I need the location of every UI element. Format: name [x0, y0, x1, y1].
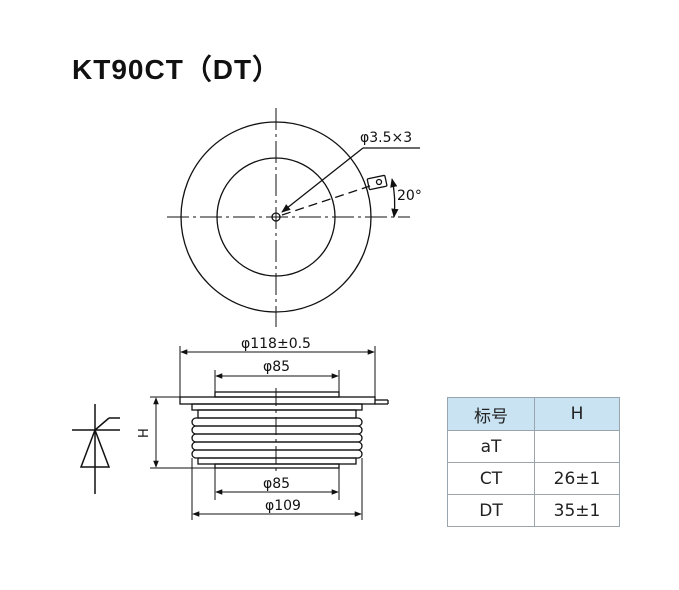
angle-label: 20°: [397, 188, 422, 204]
side-view-flange: [179, 396, 376, 405]
table-cell-model: aT: [447, 430, 535, 463]
table-header-model: 标号: [447, 397, 535, 431]
bottom-diameter-label: φ85: [263, 476, 290, 492]
housing-rib-1: [191, 417, 363, 427]
angle-arc: [390, 178, 399, 218]
upper-shoulder: [191, 403, 363, 411]
housing-top: [197, 409, 357, 419]
hole-leader-line: [281, 147, 364, 213]
part-title: KT90CT（DT）: [72, 54, 282, 85]
top-pole-face: [214, 391, 340, 398]
table-cell-model: DT: [447, 494, 535, 527]
table-row: CT 26±1: [447, 462, 620, 495]
table-row: aT: [447, 430, 620, 463]
housing-bottom: [197, 457, 357, 465]
variant-height-table: 标号 H aT CT 26±1 DT 35±1: [447, 397, 620, 527]
height-label: H: [137, 428, 152, 438]
housing-rib-2: [191, 425, 363, 435]
table-header-height: H: [534, 397, 620, 431]
thyristor-symbol: [72, 404, 120, 494]
hole-dimension-label: φ3.5×3: [360, 130, 412, 146]
table-cell-model: CT: [447, 462, 535, 495]
housing-rib-4: [191, 441, 363, 451]
base-diameter-label: φ109: [265, 498, 301, 514]
gate-terminal-tab: [366, 174, 388, 191]
housing-rib-3: [191, 433, 363, 443]
thyristor-gate-lead: [94, 417, 110, 431]
terminal-angle-line: [281, 185, 371, 216]
side-view: [150, 346, 389, 520]
top-view: [167, 108, 420, 327]
gate-terminal-hole: [375, 178, 383, 186]
table-header-row: 标号 H: [447, 397, 620, 431]
table-cell-height: [534, 430, 620, 463]
top-diameter-label: φ85: [263, 359, 290, 375]
table-cell-height: 26±1: [534, 462, 620, 495]
thyristor-diode-triangle: [79, 427, 111, 468]
table-row: DT 35±1: [447, 494, 620, 527]
outer-diameter-label: φ118±0.5: [241, 336, 311, 352]
table-cell-height: 35±1: [534, 494, 620, 527]
bottom-pole-face: [214, 463, 340, 469]
housing-rib-5: [191, 449, 363, 459]
